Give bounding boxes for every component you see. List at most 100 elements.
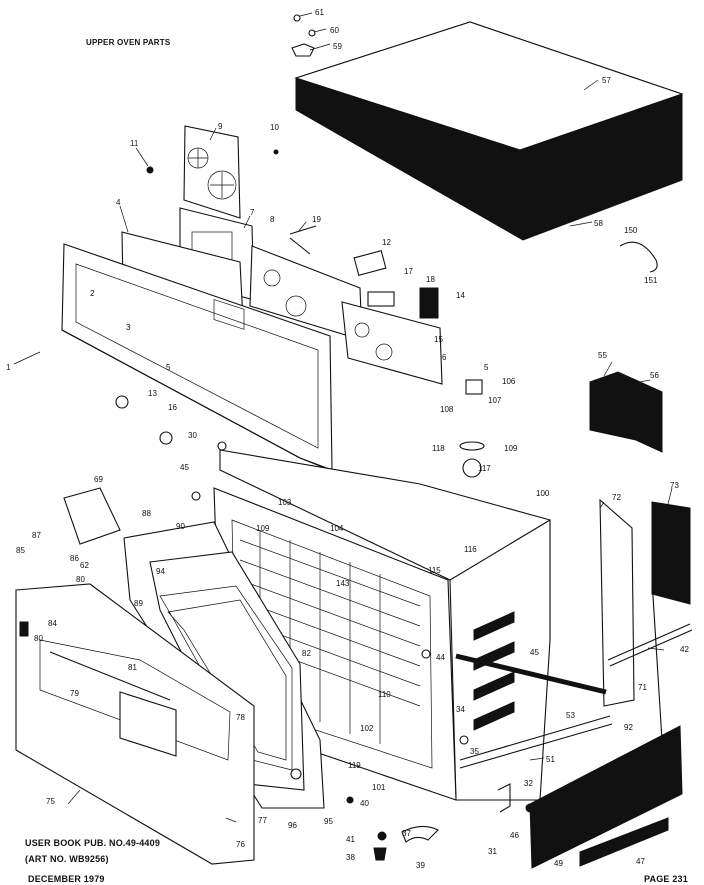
callout-label: 53	[566, 711, 575, 720]
callout-label: 116	[464, 545, 477, 554]
callout-label: 42	[680, 645, 689, 654]
outer-oven-door	[15, 583, 255, 865]
callout-label: 81	[128, 663, 137, 672]
callout-label: 71	[638, 683, 647, 692]
callout-label: 39	[416, 861, 425, 870]
callout-label: 49	[554, 859, 563, 868]
callout-label: 40	[360, 799, 369, 808]
callout-label: 5	[166, 363, 171, 372]
callout-label: 35	[470, 747, 479, 756]
callout-label: 108	[440, 405, 454, 414]
page-title: UPPER OVEN PARTS	[86, 38, 171, 47]
callout-label: 88	[142, 509, 151, 518]
top-screws	[291, 14, 316, 57]
door-frame-layers	[123, 521, 325, 809]
callout-label: 80	[34, 634, 43, 643]
callout-label: 45	[180, 463, 189, 472]
callout-label: 51	[546, 755, 555, 764]
callout-label: 89	[134, 599, 143, 608]
art-number: (ART NO. WB9256)	[25, 854, 109, 864]
callout-label: 34	[456, 705, 465, 714]
page-number: PAGE 231	[644, 874, 688, 884]
callout-label: 3	[126, 323, 131, 332]
callout-label: 18	[426, 275, 435, 284]
callout-label: 84	[48, 619, 57, 628]
callout-label: 41	[346, 835, 355, 844]
relay-switch-parts	[289, 225, 439, 319]
callout-label: 62	[80, 561, 89, 570]
callout-label: 73	[670, 481, 679, 490]
side-frame-rails	[455, 498, 693, 769]
callout-label: 90	[176, 522, 185, 531]
callout-label: 95	[324, 817, 333, 826]
callout-label: 44	[436, 653, 445, 662]
callout-label: 109	[256, 524, 270, 533]
callout-label: 56	[650, 371, 659, 380]
callout-label: 12	[382, 238, 391, 247]
callout-label: 150	[624, 226, 638, 235]
callout-label: 60	[330, 26, 339, 35]
callout-label: 109	[504, 444, 518, 453]
callout-label: 104	[330, 524, 344, 533]
callout-label: 110	[378, 690, 391, 699]
callout-label: 118	[432, 444, 445, 453]
callout-label: 6	[442, 353, 447, 362]
footer-date: DECEMBER 1979	[28, 874, 105, 884]
callout-label: 59	[333, 42, 342, 51]
door-hinge-bracket	[63, 487, 121, 545]
top-cover-panel	[294, 21, 684, 241]
callout-label: 14	[456, 291, 465, 300]
callout-label: 5	[484, 363, 489, 372]
callout-label: 4	[116, 198, 121, 207]
switch-bracket	[249, 245, 443, 385]
callout-label: 79	[70, 689, 79, 698]
callout-label: 45	[530, 648, 539, 657]
callout-label: 77	[258, 816, 267, 825]
callout-label: 16	[168, 403, 177, 412]
callout-label: 37	[402, 829, 411, 838]
callout-label: 92	[624, 723, 633, 732]
callout-label: 2	[90, 289, 95, 298]
callout-numbers: 61 60 59 57 58 150 151 9 10 11 4 7 8 19 …	[6, 8, 689, 870]
callout-label: 86	[70, 554, 79, 563]
control-panel-assembly	[61, 231, 333, 471]
callout-label: 32	[524, 779, 533, 788]
callout-label: 7	[250, 208, 255, 217]
callout-label: 82	[302, 649, 311, 658]
callout-label: 55	[598, 351, 607, 360]
callout-label: 76	[236, 840, 245, 849]
callout-label: 11	[130, 139, 139, 148]
callout-label: 151	[644, 276, 658, 285]
callout-label: 100	[536, 489, 550, 498]
callout-label: 57	[602, 76, 611, 85]
callout-label: 80	[76, 575, 85, 584]
callout-label: 117	[478, 464, 491, 473]
callout-label: 143	[336, 579, 350, 588]
callout-label: 102	[360, 724, 374, 733]
callout-label: 38	[346, 853, 355, 862]
callout-label: 119	[348, 761, 361, 770]
callout-label: 61	[315, 8, 324, 17]
callout-label: 31	[488, 847, 497, 856]
callout-label: 106	[502, 377, 516, 386]
callout-label: 101	[372, 783, 386, 792]
callout-label: 46	[510, 831, 519, 840]
callout-label: 87	[32, 531, 41, 540]
callout-label: 17	[404, 267, 413, 276]
callout-label: 107	[488, 396, 502, 405]
callout-label: 72	[612, 493, 621, 502]
callout-label: 8	[270, 215, 275, 224]
callout-label: 19	[312, 215, 321, 224]
callout-label: 69	[94, 475, 103, 484]
callout-label: 13	[148, 389, 157, 398]
callout-label: 1	[6, 363, 11, 372]
callout-label: 96	[288, 821, 297, 830]
callout-label: 115	[428, 566, 441, 575]
callout-label: 30	[188, 431, 197, 440]
callout-label: 10	[270, 123, 279, 132]
callout-label: 85	[16, 546, 25, 555]
callout-label: 103	[278, 498, 292, 507]
callout-label: 75	[46, 797, 55, 806]
callout-label: 9	[218, 122, 223, 131]
